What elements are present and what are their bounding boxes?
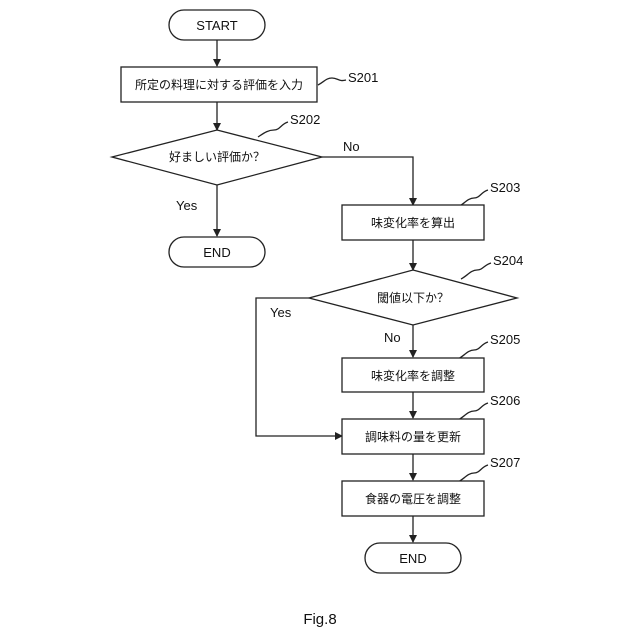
s205-process: 味変化率を調整 S205	[342, 332, 520, 392]
s204-yes-label: Yes	[270, 305, 292, 320]
s207-step-id: S207	[490, 455, 520, 470]
end-terminal-2: END	[365, 543, 461, 573]
s204-no-label: No	[384, 330, 401, 345]
s207-process: 食器の電圧を調整 S207	[342, 455, 520, 516]
leader-s201	[318, 78, 346, 85]
s202-yes-label: Yes	[176, 198, 198, 213]
leader-s202	[258, 122, 288, 137]
s206-process: 調味料の量を更新 S206	[342, 393, 520, 454]
s202-decision: 好ましい評価か？ S202 No Yes	[112, 112, 360, 213]
s201-process: 所定の料理に対する評価を入力 S201	[121, 67, 378, 102]
s202-step-id: S202	[290, 112, 320, 127]
arrow-s204-yes-to-s206	[256, 298, 342, 436]
s205-step-id: S205	[490, 332, 520, 347]
s203-label: 味変化率を算出	[371, 215, 455, 230]
end-label-1: END	[203, 245, 230, 260]
s207-label: 食器の電圧を調整	[365, 491, 461, 506]
end-label-2: END	[399, 551, 426, 566]
s201-label: 所定の料理に対する評価を入力	[135, 77, 303, 92]
s204-decision: 閾値以下か？ S204 Yes No	[270, 253, 523, 345]
leader-s206	[458, 403, 488, 420]
s201-step-id: S201	[348, 70, 378, 85]
s204-label: 閾値以下か？	[377, 290, 449, 305]
leader-s205	[458, 342, 488, 359]
start-label: START	[196, 18, 237, 33]
arrow-s202-no-to-s203	[322, 157, 413, 205]
leader-s204	[461, 263, 491, 279]
s206-step-id: S206	[490, 393, 520, 408]
s204-step-id: S204	[493, 253, 523, 268]
leader-s207	[458, 465, 488, 482]
s206-label: 調味料の量を更新	[365, 429, 461, 444]
s202-no-label: No	[343, 139, 360, 154]
s203-process: 味変化率を算出 S203	[342, 180, 520, 240]
start-terminal: START	[169, 10, 265, 40]
end-terminal-1: END	[169, 237, 265, 267]
s205-label: 味変化率を調整	[371, 368, 455, 383]
figure-label: Fig.8	[303, 611, 336, 628]
s203-step-id: S203	[490, 180, 520, 195]
s202-label: 好ましい評価か？	[169, 149, 265, 164]
